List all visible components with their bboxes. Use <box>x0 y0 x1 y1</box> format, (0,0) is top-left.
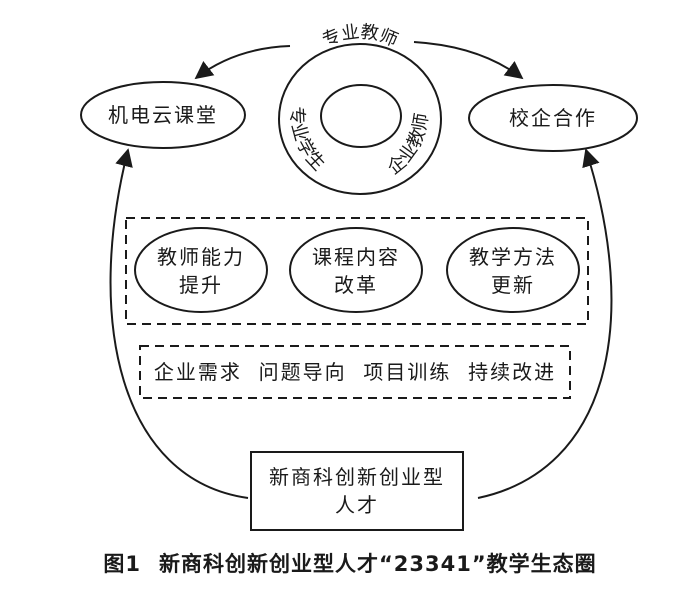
node-school-enterprise-label: 校企合作 <box>509 106 597 130</box>
arrow-talent-to-cloud-classroom <box>109 148 249 499</box>
principles-text: 企业需求 问题导向 项目训练 持续改进 <box>154 360 556 384</box>
node-cloud-classroom-label: 机电云课堂 <box>108 103 218 127</box>
reform-item-teaching-method-line1: 教学方法 <box>469 245 557 269</box>
node-cloud-classroom <box>80 81 246 149</box>
reform-item-course-content-line1: 课程内容 <box>312 245 400 269</box>
reform-item-teaching-method <box>446 227 580 313</box>
arrow-ring-to-school-enterprise <box>413 41 524 80</box>
reform-item-teacher-ability <box>134 227 268 313</box>
reform-item-teaching-method-line2: 更新 <box>491 273 535 297</box>
reform-item-teacher-ability-line1: 教师能力 <box>157 245 245 269</box>
node-talent-line2: 人才 <box>335 493 379 517</box>
node-talent-box <box>250 451 464 531</box>
arrow-talent-to-school-enterprise <box>477 148 613 499</box>
reform-item-teacher-ability-line2: 提升 <box>179 273 223 297</box>
teaching-ecosystem-diagram: 机电云课堂 校企合作 专业教师 专业学生 企业教师 教师能力 提升 课程内容 改… <box>80 22 638 531</box>
ring-inner <box>320 84 402 148</box>
arrow-ring-to-cloud-classroom <box>194 45 291 80</box>
reform-item-course-content-line2: 改革 <box>334 273 378 297</box>
figure-number: 图1 <box>103 552 141 576</box>
figure-caption: 图1 新商科创新创业型人才“23341”教学生态圈 <box>0 548 700 578</box>
reform-box <box>125 217 589 325</box>
reform-item-course-content <box>289 227 423 313</box>
node-talent-line1: 新商科创新创业型 <box>269 465 445 489</box>
node-school-enterprise <box>468 84 638 152</box>
figure-title: 新商科创新创业型人才“23341”教学生态圈 <box>158 552 597 576</box>
principles-box <box>139 345 571 399</box>
